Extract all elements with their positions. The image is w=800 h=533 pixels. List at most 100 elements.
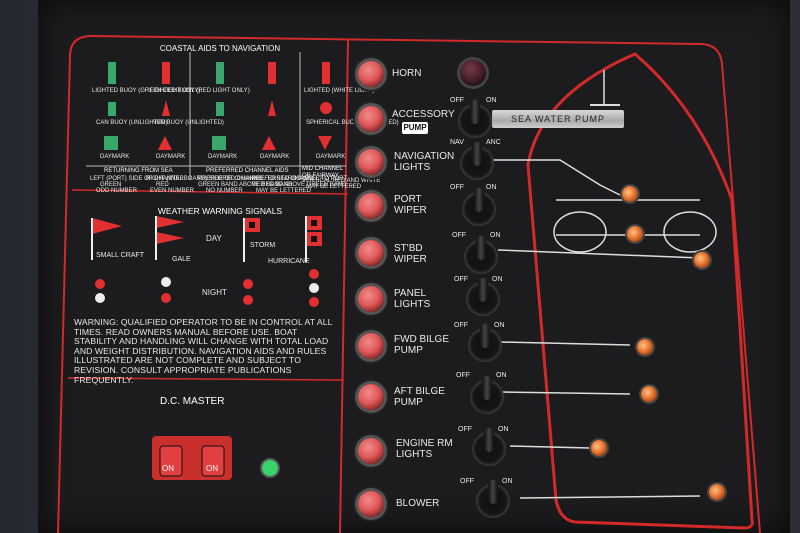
col4-text: PREFERRED CHANNEL TO PORT bbox=[252, 176, 348, 182]
blower-indicator bbox=[358, 491, 384, 517]
switch-off: OFF bbox=[458, 426, 472, 433]
accessory-pump-switch[interactable] bbox=[458, 100, 492, 138]
switch-off: OFF bbox=[456, 372, 470, 379]
switch-off: OFF bbox=[454, 276, 468, 283]
switch-label-panel-lights: PANEL LIGHTS bbox=[394, 288, 431, 310]
col1-color: GREEN bbox=[100, 182, 122, 188]
lamp-indicator bbox=[637, 339, 653, 355]
buoy-label: Spherical Buoy (Unlighted) bbox=[306, 120, 399, 126]
preferred-channel-aids: PREFERRED CHANNEL AIDS bbox=[206, 168, 289, 174]
nav-lights-indicator bbox=[358, 149, 384, 175]
switch-label-stbd-wiper: ST'BD WIPER bbox=[394, 243, 427, 265]
mid-channel: MID CHANNEL OR FAIRWAY bbox=[302, 166, 344, 179]
pilot-light bbox=[261, 459, 279, 477]
switch-on: ON bbox=[496, 372, 507, 379]
buoy-label: Nun Buoy (Unlighted) bbox=[152, 120, 224, 126]
switch-on: ON bbox=[490, 232, 501, 239]
switch-label-port-wiper: PORT WIPER bbox=[394, 194, 427, 216]
day-label: DAY bbox=[206, 234, 222, 243]
lamp-indicator bbox=[591, 440, 607, 456]
dc-master-title: D.C. MASTER bbox=[160, 396, 225, 407]
col3-number: NO NUMBER bbox=[206, 188, 243, 194]
storm-label: STORM bbox=[250, 242, 276, 249]
buoy-label: Daymark bbox=[260, 154, 290, 160]
col4-letter: MAY BE LETTERED bbox=[256, 188, 312, 194]
gale-label: GALE bbox=[172, 256, 191, 263]
switch-on: ON bbox=[502, 478, 513, 485]
engine-rm-indicator bbox=[358, 438, 384, 464]
switch-label-navigation: NAVIGATION LIGHTS bbox=[394, 151, 455, 173]
col5-letter: MAY BE LETTERED bbox=[306, 184, 362, 190]
dc-master-on-left: ON bbox=[162, 464, 174, 473]
port-wiper-indicator bbox=[358, 193, 384, 219]
navigation-lights-switch[interactable] bbox=[460, 142, 494, 180]
dc-master-on-right: ON bbox=[206, 464, 218, 473]
buoy-label: Can Buoy (Unlighted) bbox=[96, 120, 168, 126]
switch-off: OFF bbox=[454, 322, 468, 329]
switch-label-blower: BLOWER bbox=[396, 498, 440, 509]
switch-on: ON bbox=[494, 322, 505, 329]
blower-switch[interactable] bbox=[476, 480, 510, 518]
horn-push-button[interactable] bbox=[460, 60, 486, 86]
fwd-bilge-pump-switch[interactable] bbox=[468, 324, 502, 362]
buoy-label: Lighted Buoy (Red Light Only) bbox=[150, 88, 250, 94]
switch-off: OFF bbox=[460, 478, 474, 485]
panel-lights-indicator bbox=[358, 286, 384, 312]
stbd-wiper-switch[interactable] bbox=[464, 236, 498, 274]
lamp-indicator bbox=[627, 226, 643, 242]
lamp-indicator bbox=[709, 484, 725, 500]
buoy-label: Lighted (White Light) bbox=[304, 88, 375, 94]
buoy-label: Daymark bbox=[208, 154, 238, 160]
col3-text: PREFERRED CHANNEL TO STARBOARD bbox=[198, 176, 314, 182]
switch-on: ON bbox=[486, 184, 497, 191]
buoy-label: Daymark bbox=[100, 154, 130, 160]
switch-label-aft-bilge: AFT BILGE PUMP bbox=[394, 386, 445, 408]
switch-label-engine-rm: ENGINE RM LIGHTS bbox=[396, 438, 453, 460]
small-craft-label: SMALL CRAFT bbox=[96, 252, 144, 259]
switch-off: OFF bbox=[452, 232, 466, 239]
switch-off: OFF bbox=[450, 184, 464, 191]
panel-lights-switch[interactable] bbox=[466, 278, 500, 316]
switch-label-horn: HORN bbox=[392, 68, 422, 79]
stbd-wiper-indicator bbox=[358, 240, 384, 266]
sea-water-pump-placard: SEA WATER PUMP bbox=[492, 110, 624, 128]
night-label: NIGHT bbox=[202, 288, 227, 297]
col2-text: RIGHT (STARBOARD) SIDE OF CHANNEL bbox=[146, 176, 264, 182]
switch-on: ON bbox=[492, 276, 503, 283]
engine-rm-lights-switch[interactable] bbox=[472, 428, 506, 466]
horn-button[interactable] bbox=[358, 61, 384, 87]
coastal-aids-title: COASTAL AIDS TO NAVIGATION bbox=[159, 44, 281, 53]
switch-off: OFF bbox=[450, 97, 464, 104]
pump-badge: PUMP bbox=[402, 122, 428, 134]
lamp-indicator bbox=[641, 386, 657, 402]
col1-text: LEFT (PORT) SIDE OF CHANNEL bbox=[90, 176, 183, 182]
hurricane-label: HURRICANE bbox=[268, 258, 310, 265]
buoy-label: Daymark bbox=[156, 154, 186, 160]
switch-off: NAV bbox=[450, 139, 464, 146]
lamp-indicator bbox=[694, 252, 710, 268]
dc-master-breaker[interactable] bbox=[152, 436, 232, 480]
col2-color: RED bbox=[156, 182, 169, 188]
col2-number: EVEN NUMBER bbox=[150, 188, 195, 194]
switch-on: ANC bbox=[486, 139, 501, 146]
switch-label-fwd-bilge: FWD BILGE PUMP bbox=[394, 334, 450, 356]
weather-title: WEATHER WARNING SIGNALS bbox=[157, 206, 283, 216]
buoy-label: Daymark bbox=[316, 154, 346, 160]
returning-from-sea: RETURNING FROM SEA bbox=[104, 168, 173, 174]
aft-bilge-pump-switch[interactable] bbox=[470, 376, 504, 414]
switch-label-accessory: ACCESSORY bbox=[392, 109, 455, 120]
col5-text: VERTICAL RED AND WHITE bbox=[302, 178, 381, 184]
warning-text: WARNING: QUALIFIED OPERATOR TO BE IN CON… bbox=[74, 317, 333, 385]
switch-on: ON bbox=[486, 97, 497, 104]
lamp-indicator bbox=[622, 186, 638, 202]
col3-color: GREEN BAND ABOVE RED BAND bbox=[198, 182, 293, 188]
col1-number: ODD NUMBER bbox=[96, 188, 138, 194]
accessory-indicator bbox=[358, 106, 384, 132]
buoy-label: Lighted Buoy (Green Light Only) bbox=[92, 88, 201, 94]
aft-bilge-indicator bbox=[358, 384, 384, 410]
fwd-bilge-indicator bbox=[358, 333, 384, 359]
col4-color: RED BAND ABOVE GREEN BAND bbox=[252, 182, 347, 188]
switch-on: ON bbox=[498, 426, 509, 433]
port-wiper-switch[interactable] bbox=[462, 188, 496, 226]
